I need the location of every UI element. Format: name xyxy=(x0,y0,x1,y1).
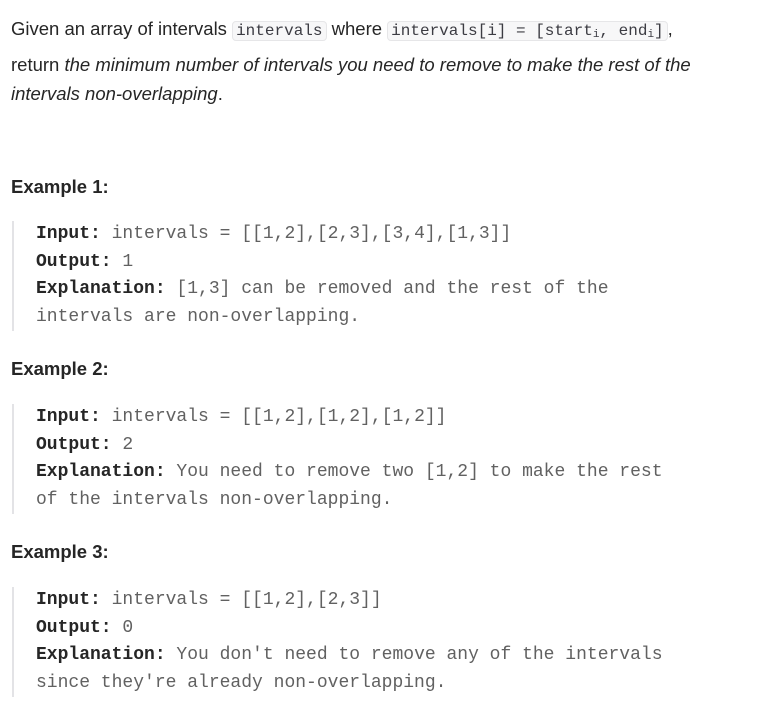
statement-emphasis: the minimum number of intervals you need… xyxy=(11,54,691,104)
output-value: 2 xyxy=(111,434,134,455)
output-label: Output: xyxy=(36,617,112,638)
input-label: Input: xyxy=(36,590,101,610)
output-value: 1 xyxy=(111,251,134,272)
explanation-label: Explanation: xyxy=(36,462,166,482)
problem-description: Given an array of intervals intervals wh… xyxy=(11,14,751,108)
example-1-title: Example 1: xyxy=(11,176,109,197)
statement-text: Given an array of intervals xyxy=(11,18,233,39)
explanation-text: You don't need to remove any of the inte… xyxy=(165,645,663,665)
statement-text: , xyxy=(667,18,673,39)
example-2-title: Example 2: xyxy=(11,358,109,379)
statement-text: where xyxy=(326,18,388,39)
statement-text: return xyxy=(11,54,65,75)
inline-code-interval-definition: intervals[i] = [starti, endi] xyxy=(387,21,668,41)
input-value: intervals = [[1,2],[2,3]] xyxy=(100,590,382,610)
statement-text: . xyxy=(217,83,223,104)
input-value: intervals = [[1,2],[2,3],[3,4],[1,3]] xyxy=(100,224,512,244)
input-label: Input: xyxy=(36,224,101,244)
output-label: Output: xyxy=(36,434,112,455)
output-value: 0 xyxy=(111,617,134,638)
explanation-text: intervals are non-overlapping. xyxy=(36,306,361,327)
input-label: Input: xyxy=(36,407,101,427)
explanation-text: since they're already non-overlapping. xyxy=(36,672,447,693)
explanation-label: Explanation: xyxy=(36,279,166,299)
explanation-label: Explanation: xyxy=(36,645,166,665)
explanation-text: of the intervals non-overlapping. xyxy=(36,489,393,510)
explanation-text: [1,3] can be removed and the rest of the xyxy=(165,279,609,299)
example-1-block: Input: intervals = [[1,2],[2,3],[3,4],[1… xyxy=(12,221,759,331)
example-2-block: Input: intervals = [[1,2],[1,2],[1,2]] O… xyxy=(12,404,759,514)
problem-statement: Given an array of intervals intervals wh… xyxy=(11,14,751,108)
example-3-block: Input: intervals = [[1,2],[2,3]] Output:… xyxy=(12,587,759,697)
example-3-title: Example 3: xyxy=(11,541,109,562)
inline-code-intervals: intervals xyxy=(232,21,327,41)
explanation-text: You need to remove two [1,2] to make the… xyxy=(165,462,663,482)
input-value: intervals = [[1,2],[1,2],[1,2]] xyxy=(100,407,447,427)
output-label: Output: xyxy=(36,251,112,272)
